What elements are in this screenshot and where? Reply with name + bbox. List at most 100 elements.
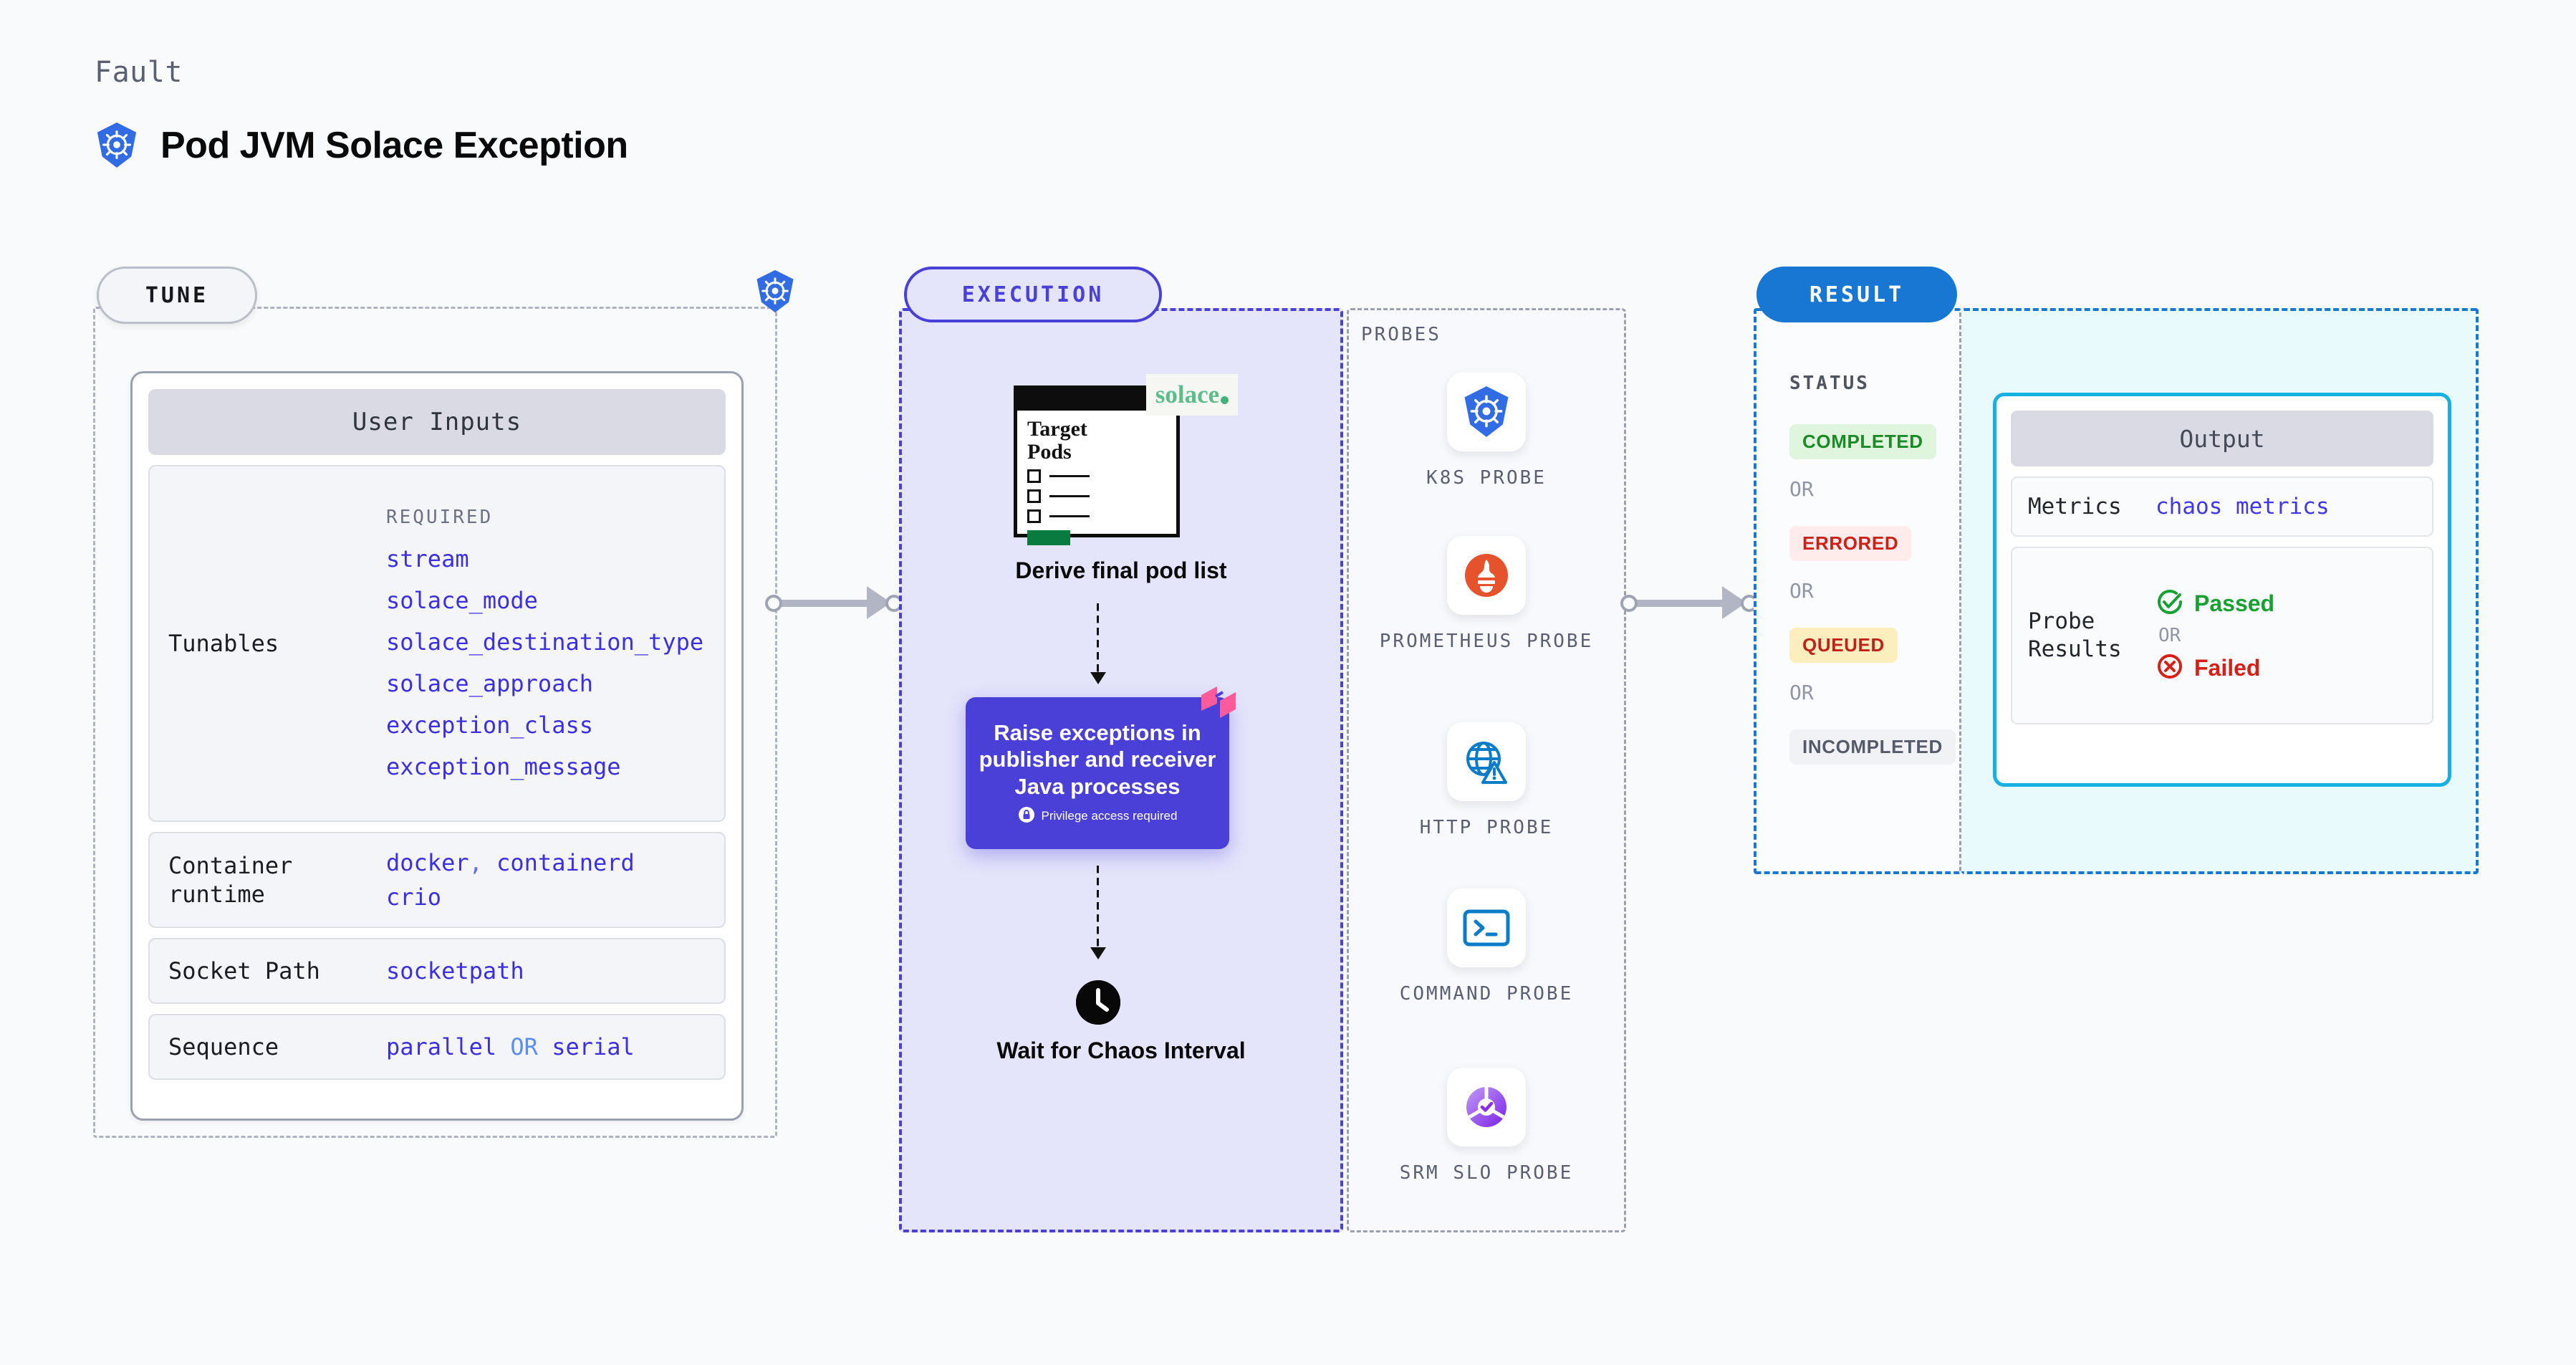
connector-execution-result [1620, 580, 1764, 623]
privilege-ribbon-icon [1198, 685, 1239, 724]
flow-arrow-head [1090, 672, 1106, 684]
status-title: STATUS [1789, 373, 1870, 394]
container-runtime-label: Container runtime [168, 852, 293, 908]
status-badge-queued: QUEUED [1789, 628, 1898, 663]
probe-item-command[interactable]: COMMAND PROBE [1347, 889, 1626, 1007]
status-or: OR [1789, 681, 1814, 704]
probe-item-prometheus[interactable]: PROMETHEUS PROBE [1347, 536, 1626, 654]
probe-label: K8S PROBE [1426, 467, 1547, 489]
kubernetes-icon [754, 269, 797, 317]
failed-label: Failed [2194, 654, 2261, 681]
step-wait-chaos-interval: Wait for Chaos Interval [996, 1038, 1246, 1063]
required-title: REQUIRED [386, 507, 494, 528]
privilege-note: Privilege access required [1018, 806, 1178, 827]
runtime-value[interactable]: containerd [496, 849, 635, 876]
privilege-note-text: Privilege access required [1041, 809, 1178, 823]
user-inputs-title: User Inputs [148, 389, 726, 455]
flow-arrow-line [1097, 866, 1099, 950]
result-status-panel [1754, 308, 1961, 874]
probe-label: COMMAND PROBE [1399, 983, 1574, 1005]
target-pods-title-line1: Target [1027, 417, 1087, 441]
tunable-item[interactable]: exception_class [386, 712, 593, 739]
tunable-item[interactable]: stream [386, 545, 469, 573]
tunables-values: REQUIRED stream solace_mode solace_desti… [386, 507, 703, 780]
solace-dot-icon [1221, 396, 1229, 404]
pod-list-item [1027, 509, 1166, 523]
metrics-value[interactable]: chaos metrics [2156, 494, 2330, 519]
flow-arrow-head [1090, 947, 1106, 959]
metrics-label: Metrics [2028, 493, 2122, 519]
socket-path-row: Socket Path socketpath [148, 938, 726, 1004]
flow-arrow-line [1097, 603, 1099, 675]
probe-item-srm-slo[interactable]: SRM SLO PROBE [1347, 1068, 1626, 1186]
probe-results-row: Probe Results Passed OR [2011, 547, 2433, 724]
checkbox-icon[interactable] [1027, 509, 1041, 523]
confirm-bar [1027, 530, 1070, 545]
target-pods-title-line2: Pods [1027, 439, 1072, 464]
status-badge-incompleted: INCOMPLETED [1789, 729, 1956, 765]
terminal-icon [1447, 889, 1526, 967]
srm-slo-icon [1447, 1068, 1526, 1146]
probe-item-http[interactable]: HTTP PROBE [1347, 722, 1626, 840]
tune-panel [93, 307, 777, 1138]
passed-label: Passed [2194, 590, 2275, 616]
probe-results-values: Passed OR Failed [2156, 588, 2274, 684]
status-badge-errored: ERRORED [1789, 526, 1912, 561]
solace-logo: solace [1146, 374, 1238, 416]
pod-list-item [1027, 469, 1166, 483]
socket-path-label: Socket Path [168, 957, 320, 985]
status-or: OR [1789, 579, 1814, 603]
sequence-value[interactable]: serial [552, 1033, 635, 1060]
tunable-item[interactable]: exception_message [386, 753, 621, 780]
x-circle-icon [2156, 652, 2184, 684]
user-inputs-card: User Inputs Tunables REQUIRED stream sol… [130, 371, 744, 1121]
probe-item-k8s[interactable]: K8S PROBE [1347, 373, 1626, 491]
checkbox-icon[interactable] [1027, 489, 1041, 503]
value-separator: , [468, 849, 483, 876]
status-or: OR [1789, 477, 1814, 501]
step-derive-pod-list: Derive final pod list [1015, 557, 1227, 583]
connector-tune-execution [765, 580, 908, 623]
tunable-item[interactable]: solace_mode [386, 587, 538, 614]
http-globe-icon [1447, 722, 1526, 801]
clock-icon [1076, 980, 1120, 1025]
tunable-item[interactable]: solace_approach [386, 670, 593, 697]
probe-label: PROMETHEUS PROBE [1379, 631, 1594, 652]
prometheus-icon [1447, 536, 1526, 615]
status-badge-completed: COMPLETED [1789, 424, 1936, 459]
sequence-joiner: OR [510, 1033, 538, 1060]
kubernetes-icon [1447, 373, 1526, 451]
page-title: Pod JVM Solace Exception [160, 125, 628, 166]
probe-result-passed: Passed [2156, 588, 2274, 619]
sequence-value[interactable]: parallel [386, 1033, 497, 1060]
check-circle-icon [2156, 588, 2184, 619]
output-title: Output [2011, 411, 2433, 466]
output-card: Output Metrics chaos metrics Probe Resul… [1993, 393, 2451, 787]
target-pods-card: Target Pods [1014, 385, 1180, 545]
execution-badge[interactable]: EXECUTION [904, 267, 1162, 322]
checkbox-icon[interactable] [1027, 469, 1041, 483]
runtime-value[interactable]: docker [386, 849, 469, 876]
sequence-label: Sequence [168, 1033, 279, 1060]
sequence-values: parallel OR serial [386, 1030, 635, 1064]
result-badge[interactable]: RESULT [1756, 267, 1957, 322]
page-eyebrow: Fault [95, 56, 183, 89]
action-card-text: Raise exceptions in publisher and receiv… [979, 720, 1216, 799]
solace-wordmark: solace [1155, 380, 1220, 408]
probe-result-or: OR [2158, 625, 2181, 646]
probes-title: PROBES [1361, 324, 1441, 345]
runtime-value[interactable]: crio [386, 883, 442, 911]
container-runtime-row: Container runtime docker, containerd cri… [148, 832, 726, 928]
tunable-item[interactable]: solace_destination_type [386, 628, 704, 656]
tunables-row: Tunables REQUIRED stream solace_mode sol… [148, 465, 726, 822]
container-runtime-values: docker, containerd crio [386, 846, 635, 914]
probe-label: SRM SLO PROBE [1399, 1162, 1574, 1184]
kubernetes-icon [95, 122, 139, 169]
tunables-label: Tunables [168, 630, 279, 657]
tune-badge[interactable]: TUNE [97, 267, 257, 324]
pod-list-item [1027, 489, 1166, 503]
socket-path-value[interactable]: socketpath [386, 957, 524, 985]
sequence-row: Sequence parallel OR serial [148, 1014, 726, 1080]
action-card[interactable]: Raise exceptions in publisher and receiv… [966, 697, 1229, 849]
